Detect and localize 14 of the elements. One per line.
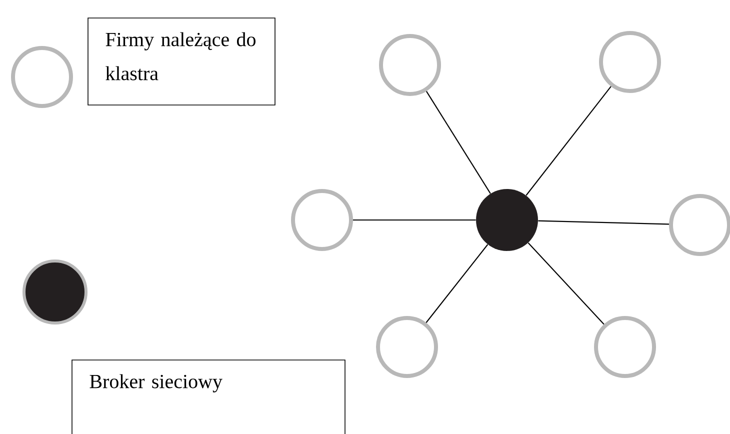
connector-line [426, 244, 488, 323]
firm-circle [599, 31, 661, 93]
firm-circle [594, 316, 656, 378]
connector-line [526, 86, 612, 196]
connector-line [353, 219, 476, 221]
firm-circle [291, 189, 353, 251]
connector-line [538, 220, 670, 225]
legend-box: Firmy należące do klastra [88, 18, 276, 106]
hub-circle [476, 189, 538, 251]
connector-line [528, 242, 604, 325]
firm-circle [376, 316, 438, 378]
connector-line [426, 90, 491, 194]
legend-box: Broker sieciowy [72, 360, 346, 434]
firm-circle [379, 34, 441, 96]
